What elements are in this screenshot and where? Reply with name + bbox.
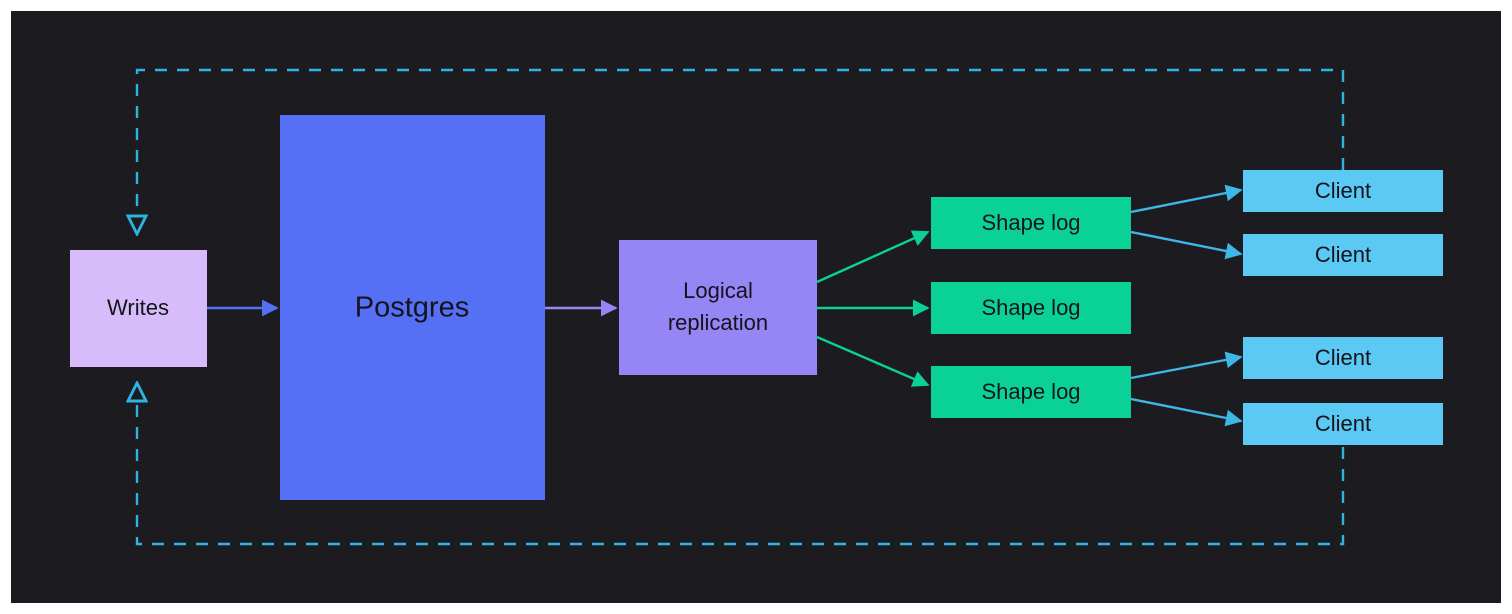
client-box[interactable] [1243, 403, 1443, 445]
client-box[interactable] [1243, 170, 1443, 212]
logical-replication-label-line1: Logical [683, 278, 753, 303]
shape-log-label: Shape log [981, 295, 1080, 320]
edge-shape-log-3-to-client-3 [1130, 351, 1243, 380]
writes-box[interactable] [70, 250, 207, 367]
node-shape-log-3[interactable]: Shape log [931, 366, 1131, 418]
logical-replication-box[interactable] [619, 240, 817, 375]
edges-group [207, 184, 1243, 427]
shape-log-box[interactable] [931, 197, 1131, 249]
node-client-3[interactable]: Client [1243, 337, 1443, 379]
postgres-label: Postgres [355, 292, 469, 324]
edge-client-4-writes-feedback [137, 383, 1345, 546]
node-shape-log-1[interactable]: Shape log [931, 197, 1131, 249]
shape-log-box[interactable] [931, 366, 1131, 418]
node-client-2[interactable]: Client [1243, 234, 1443, 276]
node-client-1[interactable]: Client [1243, 170, 1443, 212]
node-writes[interactable]: Writes [70, 250, 207, 367]
edge-shape-log-1-to-client-2 [1130, 230, 1243, 260]
logical-replication-label-line2: replication [668, 310, 768, 335]
client-label: Client [1315, 411, 1371, 436]
writes-label: Writes [107, 295, 169, 320]
shape-log-label: Shape log [981, 210, 1080, 235]
shape-log-box[interactable] [931, 282, 1131, 334]
postgres-box[interactable] [280, 115, 545, 500]
client-label: Client [1315, 242, 1371, 267]
client-box[interactable] [1243, 234, 1443, 276]
edge-logical-replication-to-shape-log-1 [816, 230, 930, 284]
client-box[interactable] [1243, 337, 1443, 379]
node-logical-replication[interactable]: Logical replication [619, 240, 817, 375]
feedback-loop-group [137, 68, 1345, 546]
edge-logical-replication-to-shape-log-3 [816, 335, 930, 387]
node-client-4[interactable]: Client [1243, 403, 1443, 445]
shape-log-label: Shape log [981, 379, 1080, 404]
edge-shape-log-1-to-client-1 [1130, 184, 1243, 214]
edge-client-1-writes-feedback [137, 68, 1345, 234]
node-postgres[interactable]: Postgres [280, 115, 545, 500]
edge-shape-log-3-to-client-4 [1130, 397, 1243, 427]
node-shape-log-2[interactable]: Shape log [931, 282, 1131, 334]
client-label: Client [1315, 178, 1371, 203]
client-label: Client [1315, 345, 1371, 370]
